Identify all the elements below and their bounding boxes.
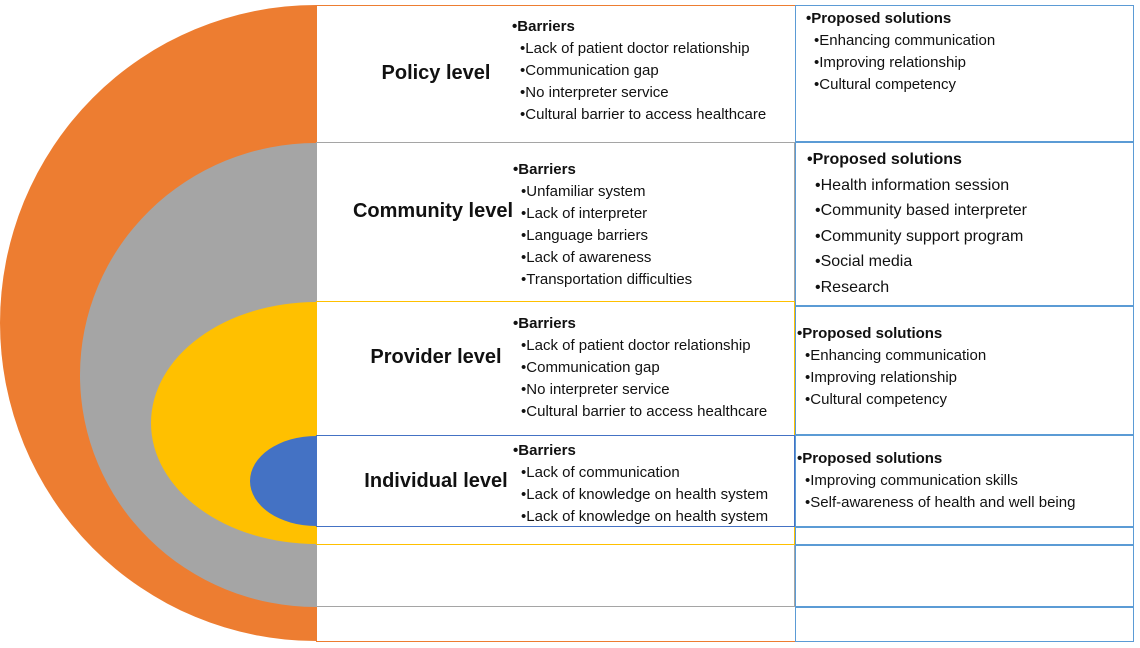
provider-solutions-heading: Proposed solutions bbox=[797, 323, 986, 345]
community-solution-item: Social media bbox=[807, 249, 1027, 275]
provider-solutions-list: Proposed solutions Enhancing communicati… bbox=[797, 323, 986, 411]
individual-barrier-item: Lack of knowledge on health system bbox=[513, 506, 768, 528]
community-barriers-list: Barriers Unfamiliar system Lack of inter… bbox=[513, 159, 692, 291]
community-barrier-item: Lack of interpreter bbox=[513, 203, 692, 225]
solutions-box-empty-1 bbox=[795, 527, 1134, 545]
community-barrier-item: Language barriers bbox=[513, 225, 692, 247]
community-solution-item: Community based interpreter bbox=[807, 198, 1027, 224]
policy-barrier-item: Lack of patient doctor relationship bbox=[512, 38, 766, 60]
community-barrier-item: Lack of awareness bbox=[513, 247, 692, 269]
policy-barrier-item: Communication gap bbox=[512, 60, 766, 82]
community-barrier-item: Transportation difficulties bbox=[513, 269, 692, 291]
provider-barrier-item: Communication gap bbox=[513, 357, 767, 379]
individual-solution-item: Self-awareness of health and well being bbox=[797, 492, 1075, 514]
policy-solution-item: Cultural competency bbox=[806, 74, 995, 96]
individual-level-title: Individual level bbox=[364, 470, 508, 492]
provider-level-title: Provider level bbox=[370, 346, 502, 368]
provider-barriers-list: Barriers Lack of patient doctor relation… bbox=[513, 313, 767, 423]
provider-solution-item: Enhancing communication bbox=[797, 345, 986, 367]
individual-barrier-item: Lack of communication bbox=[513, 462, 768, 484]
individual-semicircle bbox=[250, 436, 316, 526]
policy-barrier-item: Cultural barrier to access healthcare bbox=[512, 104, 766, 126]
solutions-box-empty-3 bbox=[795, 607, 1134, 642]
community-solution-item: Research bbox=[807, 275, 1027, 301]
individual-barriers-list: Barriers Lack of communication Lack of k… bbox=[513, 440, 768, 528]
provider-barriers-heading: Barriers bbox=[513, 313, 767, 335]
provider-barrier-item: Cultural barrier to access healthcare bbox=[513, 401, 767, 423]
policy-solutions-list: Proposed solutions Enhancing communicati… bbox=[806, 8, 995, 96]
individual-barriers-heading: Barriers bbox=[513, 440, 768, 462]
community-barriers-heading: Barriers bbox=[513, 159, 692, 181]
policy-solutions-heading: Proposed solutions bbox=[806, 8, 995, 30]
provider-solution-item: Cultural competency bbox=[797, 389, 986, 411]
provider-barrier-item: No interpreter service bbox=[513, 379, 767, 401]
policy-level-title: Policy level bbox=[381, 62, 491, 84]
individual-solutions-heading: Proposed solutions bbox=[797, 448, 1075, 470]
policy-solution-item: Improving relationship bbox=[806, 52, 995, 74]
community-solutions-list: Proposed solutions Health information se… bbox=[807, 147, 1027, 300]
community-solution-item: Health information session bbox=[807, 173, 1027, 199]
provider-solution-item: Improving relationship bbox=[797, 367, 986, 389]
policy-barrier-item: No interpreter service bbox=[512, 82, 766, 104]
policy-barriers-list: Barriers Lack of patient doctor relation… bbox=[512, 16, 766, 126]
individual-solutions-list: Proposed solutions Improving communicati… bbox=[797, 448, 1075, 514]
policy-solution-item: Enhancing communication bbox=[806, 30, 995, 52]
provider-barrier-item: Lack of patient doctor relationship bbox=[513, 335, 767, 357]
individual-solution-item: Improving communication skills bbox=[797, 470, 1075, 492]
community-barrier-item: Unfamiliar system bbox=[513, 181, 692, 203]
community-level-title: Community level bbox=[352, 200, 514, 222]
solutions-box-empty-2 bbox=[795, 545, 1134, 607]
individual-barrier-item: Lack of knowledge on health system bbox=[513, 484, 768, 506]
community-solutions-heading: Proposed solutions bbox=[807, 147, 1027, 173]
policy-barriers-heading: Barriers bbox=[512, 16, 766, 38]
community-solution-item: Community support program bbox=[807, 224, 1027, 250]
